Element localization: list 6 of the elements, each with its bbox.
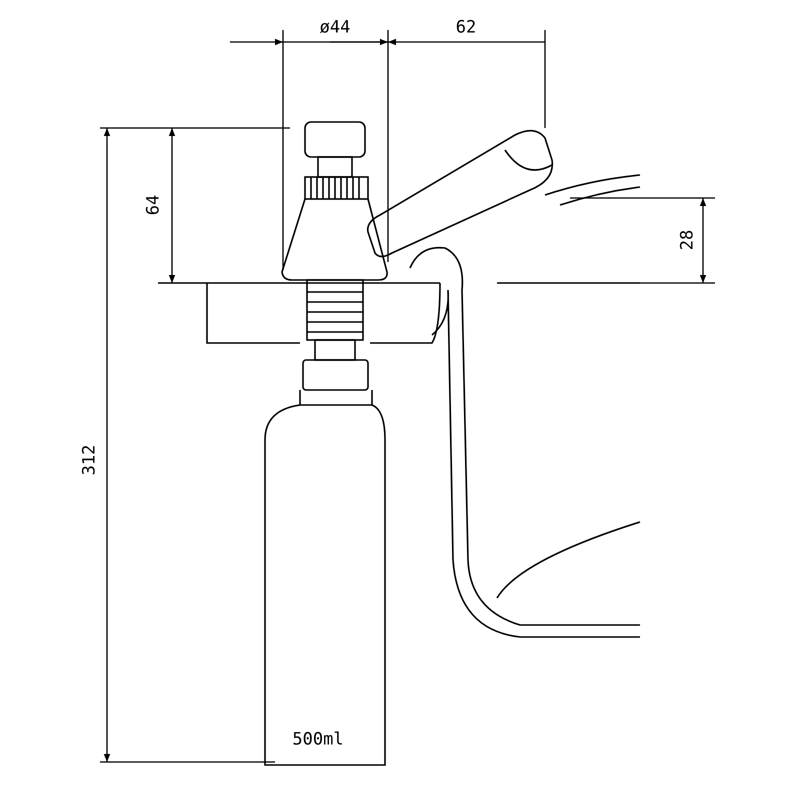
dimension-label: 312 <box>82 444 98 476</box>
dimension-label: 28 <box>680 230 696 250</box>
dimension-label: ø44 <box>320 20 350 36</box>
volume-label: 500ml <box>292 732 344 748</box>
dimension-label: 62 <box>456 20 476 36</box>
dimension-label: 64 <box>146 194 162 216</box>
